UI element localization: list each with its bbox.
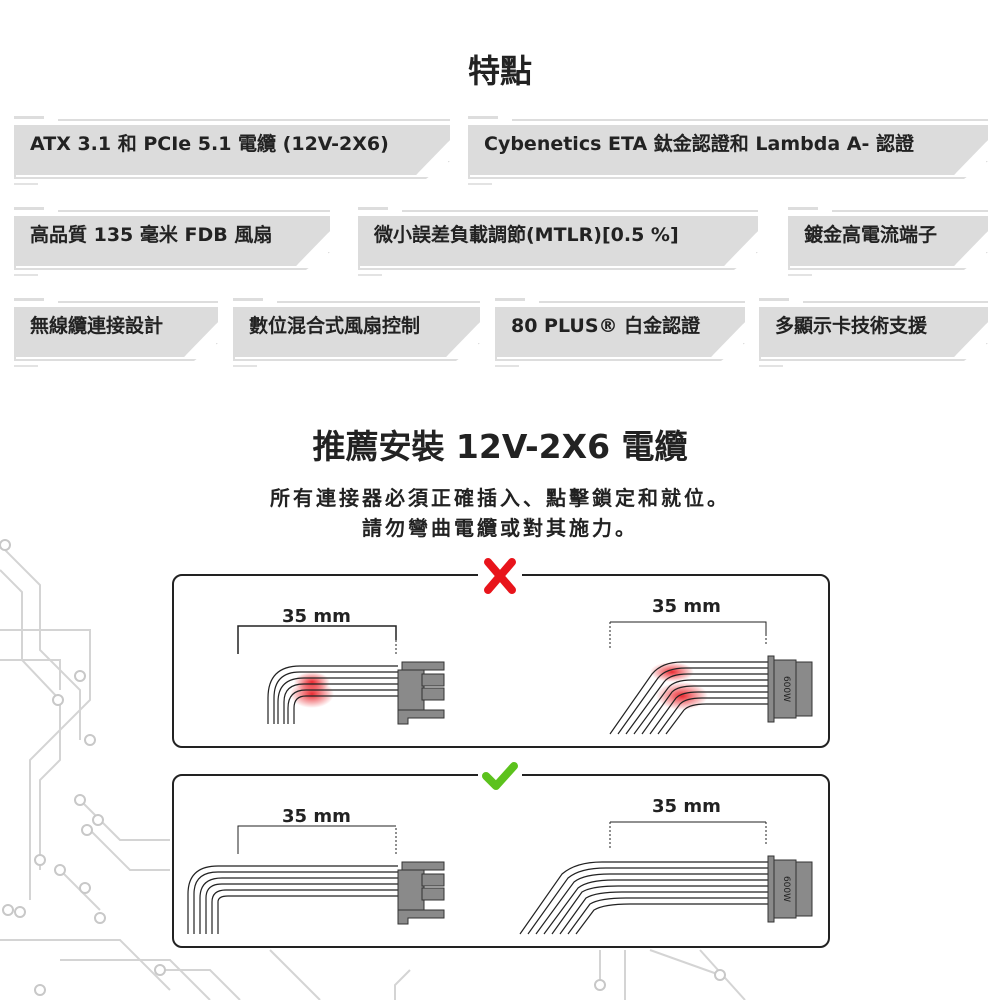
feature-badge: 數位混合式風扇控制 [233, 298, 480, 368]
connector-label: 600W [781, 876, 791, 902]
feature-badge: ATX 3.1 和 PCIe 5.1 電纜 (12V-2X6) [14, 116, 450, 186]
connector-label: 600W [781, 676, 791, 702]
feature-badge: 高品質 135 毫米 FDB 風扇 [14, 207, 330, 277]
feature-badge: 鍍金高電流端子 [788, 207, 988, 277]
install-line-1: 所有連接器必須正確插入、點擊鎖定和就位。 [270, 486, 730, 510]
x-icon [478, 556, 522, 596]
length-label: 35 mm [652, 596, 721, 617]
feature-badge: 80 PLUS® 白金認證 [495, 298, 745, 368]
feature-badge: Cybenetics ETA 鈦金認證和 Lambda A- 認證 [468, 116, 988, 186]
length-label: 35 mm [282, 806, 351, 827]
feature-badge: 無線纜連接設計 [14, 298, 218, 368]
page-title: 特點 [467, 52, 532, 90]
install-line-2: 請勿彎曲電纜或對其施力。 [362, 516, 638, 540]
incorrect-install-panel: 600W 35 mm 35 mm [172, 574, 830, 748]
length-label: 35 mm [652, 796, 721, 817]
feature-badge: 多顯示卡技術支援 [759, 298, 988, 368]
correct-install-panel: 600W 35 mm 35 mm [172, 774, 830, 948]
straight-cable-illustration: 600W [187, 821, 813, 935]
check-icon [478, 756, 522, 796]
length-label: 35 mm [282, 606, 351, 627]
install-heading: 推薦安裝 12V-2X6 電纜 [312, 427, 688, 466]
feature-badge: 微小誤差負載調節(MTLR)[0.5 %] [358, 207, 758, 277]
bent-cable-illustration: 600W [237, 621, 813, 735]
